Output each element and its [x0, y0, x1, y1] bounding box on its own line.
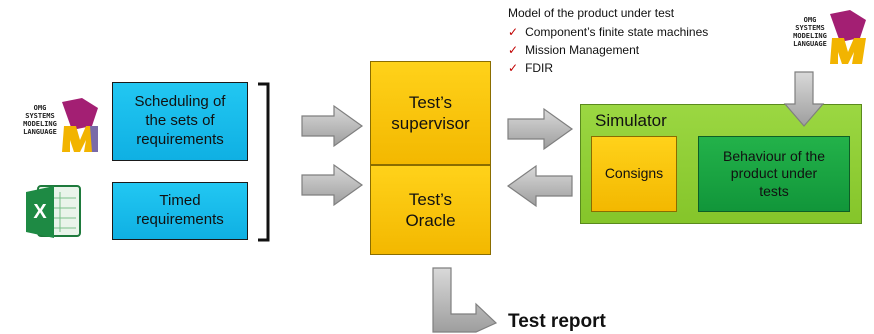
svg-text:X: X: [33, 201, 47, 223]
supervisor-line-2: supervisor: [391, 114, 470, 133]
scheduling-line-1: Scheduling of: [134, 93, 226, 111]
arrow-to-oracle-from-simulator: [506, 164, 573, 208]
consigns-box: Consigns: [591, 136, 677, 212]
simulator-title: Simulator: [595, 111, 667, 130]
behaviour-line-2: product under: [730, 165, 818, 182]
check-icon: ✓: [508, 61, 519, 75]
arrow-model-down: [783, 71, 825, 127]
svg-text:MODELING: MODELING: [23, 120, 57, 128]
behaviour-line-1: Behaviour of the: [723, 147, 825, 164]
supervisor-line-1: Test’s: [408, 92, 453, 112]
model-item: ✓FDIR: [508, 61, 554, 75]
timed-line-2: requirements: [136, 211, 224, 228]
model-title: Model of the product under test: [508, 6, 675, 20]
model-item: ✓Mission Management: [508, 43, 640, 57]
simulator-box: Simulator Consigns Behaviour of the prod…: [580, 104, 862, 224]
scheduling-requirements-box: Scheduling of the sets of requirements: [112, 82, 248, 161]
behaviour-line-3: tests: [759, 182, 789, 199]
check-icon: ✓: [508, 25, 519, 39]
svg-text:SYSTEMS: SYSTEMS: [25, 112, 55, 120]
svg-text:OMG: OMG: [804, 16, 817, 24]
oracle-line-2: Oracle: [405, 211, 456, 230]
model-item: ✓Component’s finite state machines: [508, 25, 709, 39]
arrow-to-simulator: [507, 107, 574, 151]
check-icon: ✓: [508, 43, 519, 57]
excel-icon: X: [24, 180, 84, 242]
sysml-logo-left: OMG SYSTEMS MODELING LANGUAGE: [6, 96, 102, 156]
svg-text:LANGUAGE: LANGUAGE: [23, 128, 57, 136]
model-description: Model of the product under test ✓Compone…: [508, 6, 776, 77]
arrow-to-report: [432, 267, 498, 333]
arrow-to-supervisor: [301, 104, 364, 148]
scheduling-line-2: the sets of: [145, 112, 215, 130]
svg-text:SYSTEMS: SYSTEMS: [795, 24, 825, 32]
arrow-to-oracle: [301, 163, 364, 207]
model-items-list: ✓Component’s finite state machines ✓Miss…: [508, 23, 776, 77]
consigns-label: Consigns: [604, 165, 664, 182]
svg-text:MODELING: MODELING: [793, 32, 827, 40]
svg-text:LANGUAGE: LANGUAGE: [793, 40, 827, 48]
scheduling-line-3: requirements: [136, 130, 224, 148]
timed-line-1: Timed: [159, 192, 201, 210]
grouping-bracket: [258, 82, 270, 242]
behaviour-box: Behaviour of the product under tests: [698, 136, 850, 212]
test-oracle-box: Test’s Oracle: [370, 165, 491, 255]
test-supervisor-box: Test’s supervisor: [370, 61, 491, 165]
test-report-label: Test report: [508, 311, 606, 332]
oracle-line-1: Test’s: [408, 189, 453, 209]
sysml-logo-right: OMG SYSTEMS MODELING LANGUAGE: [780, 8, 868, 66]
sysml-logo-text: OMG: [34, 104, 47, 112]
timed-requirements-box: Timed requirements: [112, 182, 248, 240]
